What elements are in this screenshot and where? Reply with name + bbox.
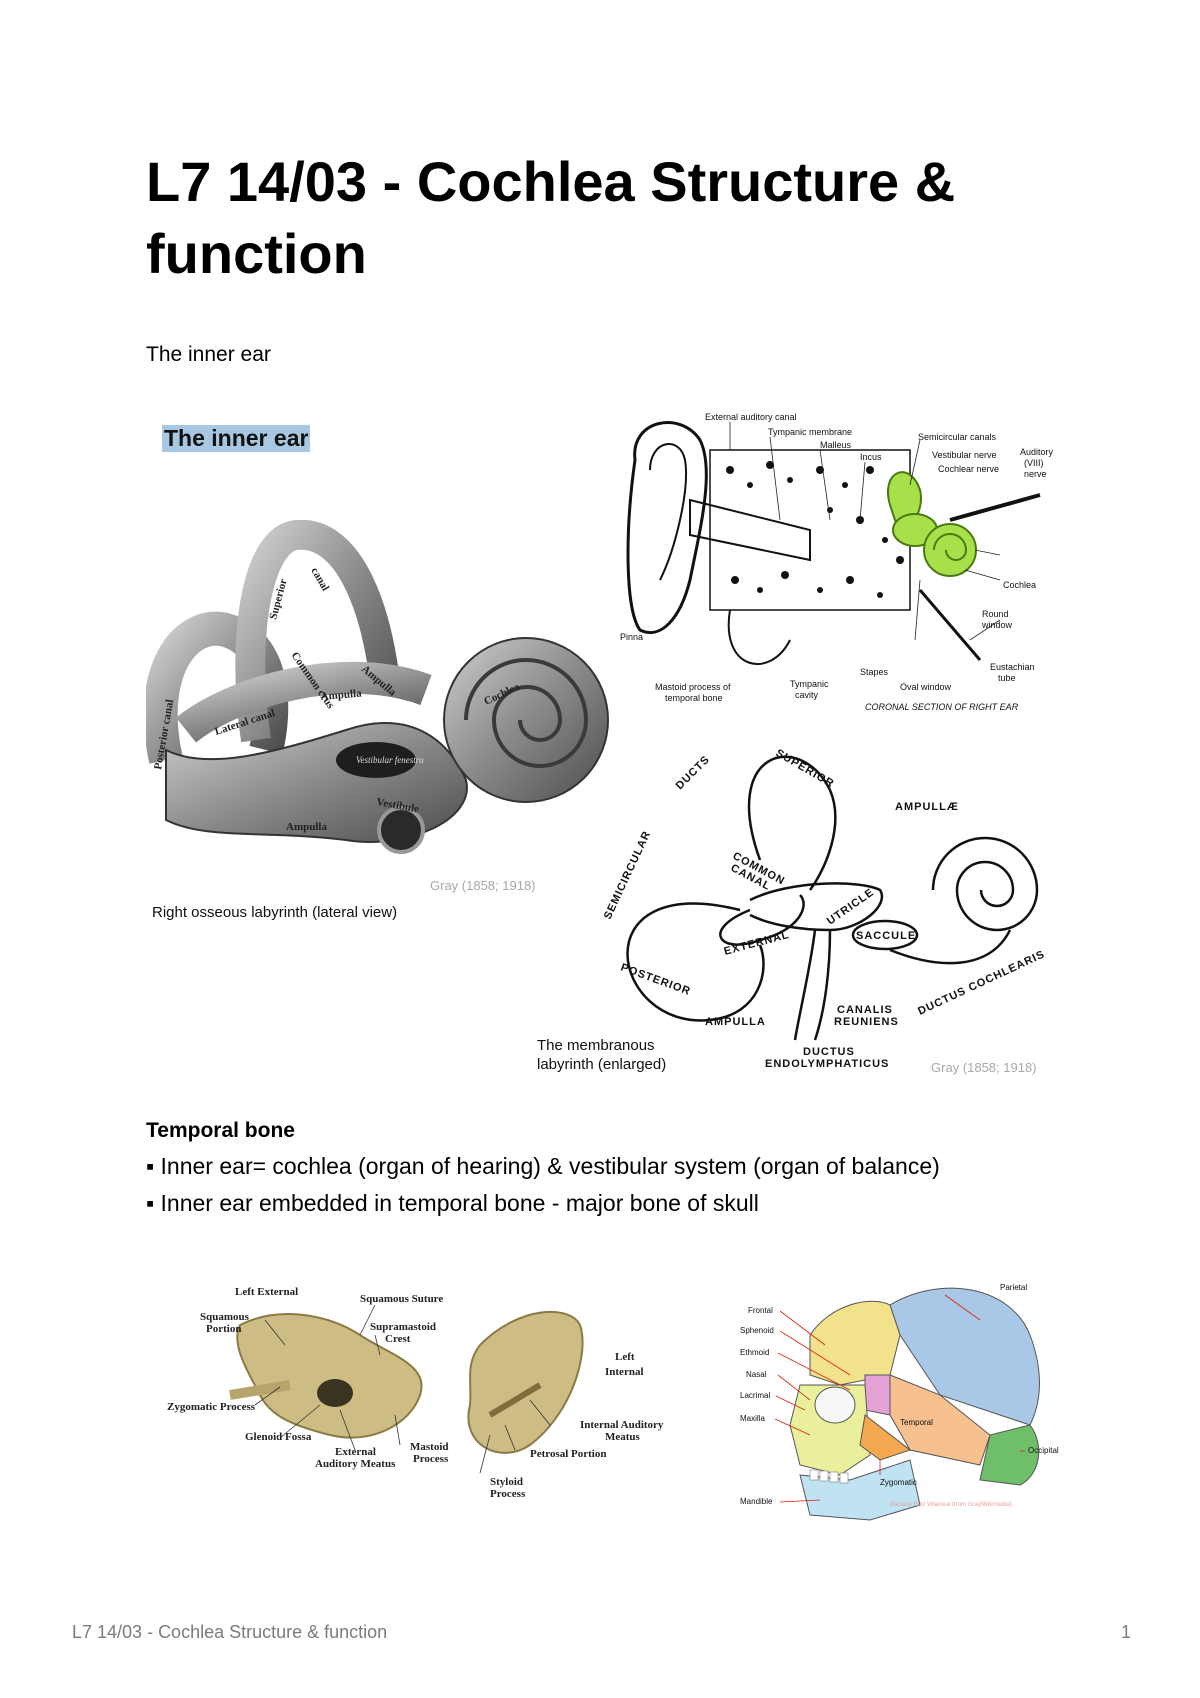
label-external: EXTERNAL xyxy=(723,929,791,958)
label-tympanic-cavity-2: cavity xyxy=(795,690,819,700)
label-ductus-cochlearis: DUCTUS COCHLEARIS xyxy=(916,948,1047,1017)
label-temporal: Temporal xyxy=(900,1418,933,1427)
label-pinna: Pinna xyxy=(620,632,643,642)
label-ampulla-3: Ampulla xyxy=(286,821,327,833)
label-round: Round xyxy=(982,609,1009,619)
label-cochlear-nerve: Cochlear nerve xyxy=(938,464,999,474)
skull-figure: Parietal Frontal Sphenoid Ethmoid Nasal … xyxy=(740,1275,1070,1525)
label-coronal-section: CORONAL SECTION OF RIGHT EAR xyxy=(865,702,1019,712)
label-mandible: Mandible xyxy=(740,1497,773,1506)
label-vestibular-fenestra: Vestibular fenestra xyxy=(356,755,424,765)
label-ampulla: AMPULLA xyxy=(705,1016,766,1028)
label-canal: canal xyxy=(308,566,331,594)
label-window: window xyxy=(981,620,1013,630)
label-mastoid: Mastoid process of xyxy=(655,682,731,692)
label-eustachian: Eustachian xyxy=(990,662,1035,672)
label-tympanic-membrane: Tympanic membrane xyxy=(768,427,852,437)
osseous-caption: Right osseous labyrinth (lateral view) xyxy=(152,904,398,921)
label-mastoid-1: Mastoid xyxy=(410,1441,449,1453)
label-sphenoid: Sphenoid xyxy=(740,1326,774,1335)
label-incus: Incus xyxy=(860,452,882,462)
label-squamous-suture: Squamous Suture xyxy=(360,1293,443,1305)
label-lacrimal: Lacrimal xyxy=(740,1391,770,1400)
bullet-inner-ear-components: ▪ Inner ear= cochlea (organ of hearing) … xyxy=(146,1153,940,1179)
label-external-canal: External auditory canal xyxy=(705,412,797,422)
label-int-auditory-2: Meatus xyxy=(605,1431,641,1443)
label-ducts: DUCTS xyxy=(674,753,713,792)
label-squamous-portion-1: Squamous xyxy=(200,1311,250,1323)
label-saccule: SACCULE xyxy=(856,930,916,942)
section-label: The inner ear xyxy=(146,343,271,366)
label-squamous-portion-2: Portion xyxy=(206,1323,241,1335)
osseous-credit: Gray (1858; 1918) xyxy=(430,878,536,893)
label-semicircular: SEMICIRCULAR xyxy=(602,829,654,921)
label-mastoid-2: Process xyxy=(413,1453,449,1465)
label-ext-auditory-1: External xyxy=(335,1446,376,1458)
label-glenoid-fossa: Glenoid Fossa xyxy=(245,1431,312,1443)
label-ext-auditory-2: Auditory Meatus xyxy=(315,1458,396,1470)
label-supramastoid-1: Supramastoid xyxy=(370,1321,436,1333)
label-ethmoid: Ethmoid xyxy=(740,1348,769,1357)
label-styloid-2: Process xyxy=(490,1488,526,1500)
membranous-labyrinth-figure: SUPERIOR DUCTS SEMICIRCULAR AMPULLÆ COMM… xyxy=(600,730,1070,1070)
temporal-bone-heading: Temporal bone xyxy=(146,1119,295,1142)
label-vestibular-nerve: Vestibular nerve xyxy=(932,450,997,460)
label-semicircular: Semicircular canals xyxy=(918,432,997,442)
label-oval-window: Oval window xyxy=(900,682,952,692)
temporal-bone-figure: Left External Squamous Suture Squamous P… xyxy=(160,1275,680,1505)
label-auditory: Auditory xyxy=(1020,447,1054,457)
label-occipital: Occipital xyxy=(1028,1446,1059,1455)
label-petrosal-portion: Petrosal Portion xyxy=(530,1448,606,1460)
label-endolymphaticus: ENDOLYMPHATICUS xyxy=(765,1058,889,1070)
membranous-caption-line1: The membranous xyxy=(537,1037,655,1054)
osseous-figure-heading: The inner ear xyxy=(162,425,311,452)
label-tympanic-cavity-1: Tympanic xyxy=(790,679,829,689)
page-title: L7 14/03 - Cochlea Structure & function xyxy=(146,150,956,285)
label-frontal: Frontal xyxy=(748,1306,773,1315)
label-left-internal-1: Left xyxy=(615,1351,635,1363)
label-stapes: Stapes xyxy=(860,667,889,677)
label-ampulla-2: Ampulla xyxy=(320,687,362,703)
label-cochlea: Cochlea xyxy=(1003,580,1036,590)
label-utricle: UTRICLE xyxy=(825,886,877,927)
label-canalis: CANALIS xyxy=(837,1004,893,1016)
label-parietal: Parietal xyxy=(1000,1283,1027,1292)
osseous-labyrinth-figure: Superior canal Common crus Ampulla Later… xyxy=(146,520,616,880)
label-nasal: Nasal xyxy=(746,1370,767,1379)
label-temporal-bone: temporal bone xyxy=(665,693,723,703)
label-zygomatic-process: Zygomatic Process xyxy=(167,1401,256,1413)
membranous-caption-line2: labyrinth (enlarged) xyxy=(537,1056,667,1073)
label-posterior: POSTERIOR xyxy=(619,962,692,999)
coronal-section-figure: External auditory canal Tympanic membran… xyxy=(620,410,1070,730)
label-skull-credit: Mariana Ruiz Villarreal (from Gray/Wikim… xyxy=(890,1502,1012,1508)
label-tube: tube xyxy=(998,673,1016,683)
label-supramastoid-2: Crest xyxy=(385,1333,411,1345)
bullet-temporal-bone: ▪ Inner ear embedded in temporal bone - … xyxy=(146,1190,759,1216)
label-ampullae: AMPULLÆ xyxy=(895,801,959,813)
label-left-internal-2: Internal xyxy=(605,1366,644,1378)
label-left-external: Left External xyxy=(235,1286,298,1298)
label-malleus: Malleus xyxy=(820,440,852,450)
label-int-auditory-1: Internal Auditory xyxy=(580,1419,664,1431)
label-reuniens: REUNIENS xyxy=(834,1016,899,1028)
label-zygomatic: Zygomatic xyxy=(880,1478,917,1487)
footer-title: L7 14/03 - Cochlea Structure & function xyxy=(72,1622,388,1642)
membranous-credit: Gray (1858; 1918) xyxy=(931,1060,1037,1075)
label-styloid-1: Styloid xyxy=(490,1476,523,1488)
label-nerve: nerve xyxy=(1024,469,1047,479)
label-ductus: DUCTUS xyxy=(803,1046,855,1058)
label-maxilla: Maxilla xyxy=(740,1414,765,1423)
label-superior: SUPERIOR xyxy=(774,747,837,790)
label-viii: (VIII) xyxy=(1024,458,1044,468)
footer-page-number: 1 xyxy=(1121,1622,1132,1642)
